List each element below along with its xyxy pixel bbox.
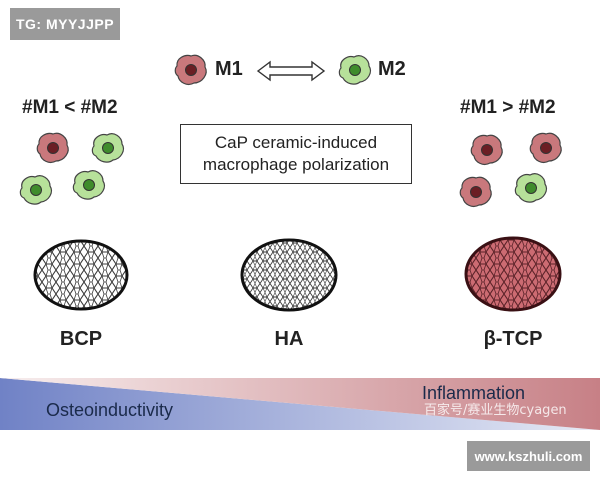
inflammation-label: Inflammation [422, 383, 526, 403]
inflammation-wedge [0, 378, 600, 430]
m1-cell [459, 176, 492, 208]
material-label-bcp: BCP [59, 328, 103, 350]
material-label-ha: HA [274, 328, 304, 350]
m2-cell [91, 133, 125, 163]
bcp-particle [33, 239, 129, 311]
material-label-beta-tcp: β-TCP [483, 328, 543, 350]
right-cell-cluster [459, 132, 562, 208]
watermark-top-left: TG: MYYJJPP [10, 8, 120, 40]
legend-m1-label: M1 [215, 58, 243, 80]
legend-m2-cell [338, 55, 372, 85]
watermark-chinese: 百家号/赛业生物cyagen [424, 403, 567, 418]
watermark-bottom-right: www.kszhuli.com [467, 441, 590, 471]
ha-particle [240, 238, 338, 312]
title-box: CaP ceramic-induced macrophage polarizat… [180, 124, 412, 184]
m1-cell [470, 134, 503, 166]
beta-tcp-particle [464, 236, 562, 312]
left-ratio-label: #M1 < #M2 [22, 97, 118, 118]
right-ratio-label: #M1 > #M2 [460, 97, 556, 118]
m2-cell [514, 173, 548, 203]
title-line-2: macrophage polarization [202, 155, 390, 174]
double-arrow-icon [256, 60, 326, 82]
m1-cell [36, 132, 69, 164]
legend-m1-cell [174, 54, 207, 86]
m2-cell [19, 175, 53, 205]
osteoinductivity-label: Osteoinductivity [46, 400, 174, 420]
left-cell-cluster [19, 132, 125, 205]
title-line-1: CaP ceramic-induced [214, 133, 378, 152]
gradient-band [0, 378, 600, 430]
m2-cell [72, 170, 106, 200]
legend-m2-label: M2 [378, 58, 406, 80]
m1-cell [529, 132, 562, 164]
